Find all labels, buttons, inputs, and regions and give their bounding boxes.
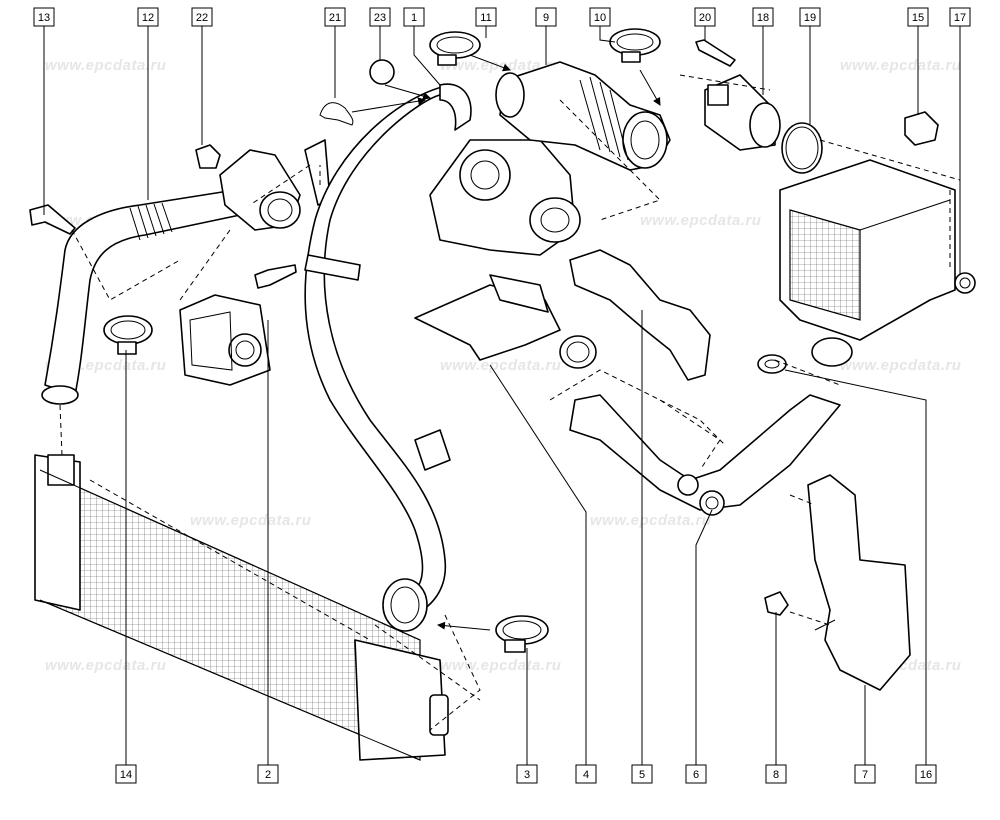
callout-label: 19 xyxy=(804,12,816,24)
callout-label: 17 xyxy=(954,12,966,24)
air-filter-housing xyxy=(779,159,956,367)
callout-23: 23 xyxy=(369,7,391,27)
callout-label: 2 xyxy=(265,769,271,781)
callout-5: 5 xyxy=(631,764,653,784)
callout-9: 9 xyxy=(535,7,557,27)
callout-10: 10 xyxy=(589,7,611,27)
callout-7: 7 xyxy=(854,764,876,784)
nut-22 xyxy=(195,144,221,169)
hose-clamp-14 xyxy=(103,315,153,355)
callout-label: 1 xyxy=(411,12,417,24)
callout-label: 23 xyxy=(374,12,386,24)
watermark-text: www.epcdata.ru xyxy=(840,57,961,74)
callout-label: 22 xyxy=(196,12,208,24)
callout-label: 20 xyxy=(699,12,711,24)
grommet-16 xyxy=(757,354,787,374)
callout-15: 15 xyxy=(907,7,929,27)
callout-22: 22 xyxy=(191,7,213,27)
callout-3: 3 xyxy=(516,764,538,784)
intake-duct-9 xyxy=(495,61,671,171)
hose-clamp-11 xyxy=(429,31,481,66)
watermark-text: www.epcdata.ru xyxy=(190,512,311,529)
callout-8: 8 xyxy=(765,764,787,784)
callout-21: 21 xyxy=(324,7,346,27)
callout-label: 11 xyxy=(480,12,491,24)
callout-18: 18 xyxy=(752,7,774,27)
air-hose-6 xyxy=(569,394,841,516)
watermark-text: www.epcdata.ru xyxy=(590,512,711,529)
pipe-bracket-elbow xyxy=(219,139,331,231)
watermark-text: www.epcdata.ru xyxy=(640,212,761,229)
callout-label: 13 xyxy=(38,12,50,24)
direction-arrows xyxy=(351,54,661,631)
callout-label: 21 xyxy=(329,12,341,24)
callout-label: 8 xyxy=(773,769,779,781)
bolt-20 xyxy=(695,39,736,67)
callout-6: 6 xyxy=(685,764,707,784)
callout-label: 10 xyxy=(594,12,606,24)
air-inlet-duct-4 xyxy=(414,274,597,369)
callout-1: 1 xyxy=(403,7,425,27)
callout-label: 16 xyxy=(920,769,932,781)
grommet-15 xyxy=(904,111,939,146)
bolt-8 xyxy=(764,591,789,616)
callout-17: 17 xyxy=(949,7,971,27)
turbocharger xyxy=(429,139,581,256)
callout-label: 7 xyxy=(862,769,868,781)
charge-hose-1 xyxy=(304,83,472,632)
throttle-body-2 xyxy=(179,294,271,386)
hose-clamp-10 xyxy=(609,28,661,63)
callout-4: 4 xyxy=(575,764,597,784)
bolt-13 xyxy=(29,204,76,235)
callout-label: 9 xyxy=(543,12,549,24)
callout-16: 16 xyxy=(915,764,937,784)
plug-23 xyxy=(369,59,395,85)
seal-ring-19 xyxy=(781,122,823,174)
callout-label: 4 xyxy=(583,769,589,781)
callout-20: 20 xyxy=(694,7,716,27)
callout-11: 11 xyxy=(475,7,497,27)
hose-clamp-3 xyxy=(495,615,549,653)
alignment-lines xyxy=(59,74,961,731)
callout-label: 6 xyxy=(693,769,699,781)
watermark-text: www.epcdata.ru xyxy=(45,57,166,74)
callout-label: 3 xyxy=(524,769,530,781)
breather-hose-21 xyxy=(319,102,354,126)
callout-leaders xyxy=(43,26,961,765)
callout-2: 2 xyxy=(257,764,279,784)
callout-19: 19 xyxy=(799,7,821,27)
callout-12: 12 xyxy=(137,7,159,27)
air-flow-meter-18 xyxy=(704,74,781,151)
callout-13: 13 xyxy=(33,7,55,27)
grommet-17 xyxy=(954,272,976,294)
charge-air-cooler xyxy=(34,454,449,761)
watermark-text: www.epcdata.ru xyxy=(440,657,561,674)
callout-14: 14 xyxy=(115,764,137,784)
bolt-throttle xyxy=(254,264,297,289)
watermark-text: www.epcdata.ru xyxy=(440,357,561,374)
callout-label: 12 xyxy=(142,12,154,24)
callout-label: 5 xyxy=(639,769,645,781)
watermark-text: www.epcdata.ru xyxy=(45,657,166,674)
callout-label: 15 xyxy=(912,12,924,24)
watermark-text: www.epcdata.ru xyxy=(840,357,961,374)
air-duct-5 xyxy=(569,249,711,381)
watermark-text: www.epcdata.ru xyxy=(440,57,561,74)
callout-label: 18 xyxy=(757,12,769,24)
callout-label: 14 xyxy=(120,769,132,781)
resonator-7 xyxy=(807,474,911,691)
